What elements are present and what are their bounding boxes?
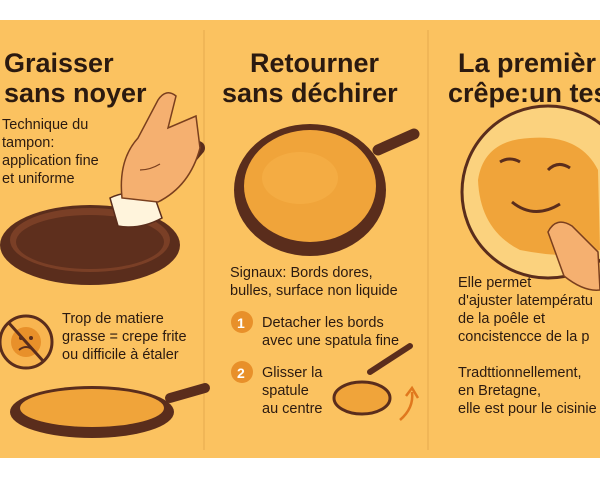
step-2-line: Glisser la — [262, 365, 323, 381]
panel-3-title-line-1: La premièr — [458, 48, 597, 78]
illustrations — [0, 30, 600, 450]
tradition-line: en Bretagne, — [458, 383, 542, 399]
technique-line: tampon: — [2, 135, 55, 151]
crepe-pan-icon — [234, 124, 420, 256]
purpose-line: de la poêle et — [458, 311, 546, 327]
panel-2-title-line-1: Retourner — [250, 48, 380, 78]
step-1-line: Detacher les bords — [262, 315, 384, 331]
warning-line: ou difficile à étaler — [62, 347, 179, 363]
purpose-line: concistencce de la p — [458, 329, 590, 345]
panel-3-title-line-2: crêpe:un tes — [448, 78, 600, 108]
infographic: Graisser sans noyer Technique du tampon:… — [0, 20, 600, 458]
signals-line: bulles, surface non liquide — [230, 283, 398, 299]
pointing-hand-icon — [547, 221, 600, 291]
spatula-icon — [332, 343, 413, 416]
warning-line: Trop de matiere — [62, 311, 164, 327]
hand-icon — [120, 92, 201, 203]
step-1-line: avec une spatula fine — [262, 333, 400, 349]
purpose-line: Elle permet — [458, 275, 532, 291]
greasy-pan-icon — [10, 383, 210, 438]
tradition-line: Tradttionnellement, — [458, 365, 582, 381]
tradition-line: elle est pour le cisinie — [458, 401, 597, 417]
technique-line: application fine — [2, 153, 99, 169]
step-2-line: au centre — [262, 401, 323, 417]
step-badge-1 — [231, 311, 253, 333]
signals-line: Signaux: Bords dores, — [230, 265, 373, 281]
step-2-number: 2 — [237, 365, 245, 381]
panel-1-title-line-2: sans noyer — [4, 78, 147, 108]
step-2-line: spatule — [262, 383, 309, 399]
curved-arrow-icon — [399, 385, 420, 421]
warning-line: grasse = crepe frite — [62, 329, 187, 345]
no-sad-face-icon — [0, 314, 54, 370]
panel-1-title-line-1: Graisser — [4, 48, 114, 78]
panel-2-title-line-2: sans déchirer — [222, 78, 398, 108]
technique-line: et uniforme — [2, 171, 75, 187]
technique-line: Technique du — [2, 117, 89, 133]
purpose-line: d'ajuster latempératu — [458, 293, 593, 309]
step-1-number: 1 — [237, 315, 245, 331]
step-badge-2 — [231, 361, 253, 383]
